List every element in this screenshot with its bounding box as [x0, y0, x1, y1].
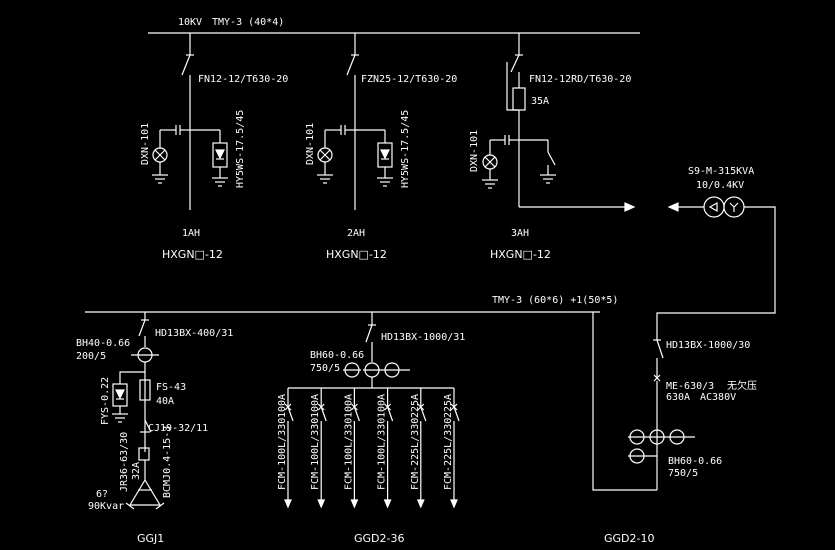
- svg-text:AC380V: AC380V: [700, 392, 736, 403]
- surge-arrester-icon: [377, 142, 393, 168]
- current-transformer-icon: [131, 347, 159, 363]
- svg-text:200/5: 200/5: [76, 351, 106, 362]
- feeder-rating: 225A: [410, 394, 421, 418]
- indicator-lamp-icon: [482, 154, 498, 170]
- svg-text:1AH: 1AH: [182, 228, 200, 239]
- svg-text:FS-43: FS-43: [156, 382, 186, 393]
- thermal-relay-icon: [138, 447, 150, 461]
- feeder-arrow-icon: [350, 499, 359, 509]
- fuse-icon: [139, 379, 151, 401]
- feeder-rating: 100A: [277, 394, 288, 418]
- svg-text:GGD2-10: GGD2-10: [604, 532, 654, 545]
- svg-text:S9-M-315KVA: S9-M-315KVA: [688, 166, 754, 177]
- svg-text:BCMJ0.4-15-3: BCMJ0.4-15-3: [162, 426, 173, 498]
- svg-text:FN12-12RD/T630-20: FN12-12RD/T630-20: [529, 74, 631, 85]
- svg-text:HXGN□-12: HXGN□-12: [162, 248, 223, 261]
- cabinet-1ah: FN12-12/T630-20 DXN-101 HY5WS-17.5/45 1A…: [140, 33, 288, 261]
- indicator-lamp-icon: [152, 147, 168, 163]
- svg-text:DXN-101: DXN-101: [140, 123, 151, 165]
- svg-text:CJ19-32/11: CJ19-32/11: [148, 423, 208, 434]
- svg-text:FZN25-12/T630-20: FZN25-12/T630-20: [361, 74, 457, 85]
- panel-ggd2-10: HD13BX-1000/30 ME-630/3 无欠压 630A AC380V …: [592, 312, 757, 545]
- panel-ggd2-36: HD13BX-1000/31 BH60-0.66 750/5 100AFCM-1…: [277, 312, 465, 545]
- fuse-icon: [512, 87, 526, 111]
- feeder-breaker: FCM-100L/330: [310, 418, 321, 490]
- feeder-group: 100AFCM-100L/330100AFCM-100L/330100AFCM-…: [277, 388, 460, 509]
- current-transformer-icon: [363, 362, 410, 378]
- feeder-breaker: FCM-100L/330: [277, 418, 288, 490]
- cabinet-2ah: FZN25-12/T630-20 DXN-101 HY5WS-17.5/45 2…: [305, 33, 457, 261]
- svg-text:HD13BX-400/31: HD13BX-400/31: [155, 328, 233, 339]
- feeder-arrow-icon: [383, 499, 392, 509]
- svg-text:无欠压: 无欠压: [727, 379, 757, 392]
- svg-text:HY5WS-17.5/45: HY5WS-17.5/45: [400, 110, 411, 188]
- svg-text:FYS-0.22: FYS-0.22: [100, 377, 111, 425]
- feeder-arrow-icon: [317, 499, 326, 509]
- svg-text:BH60-0.66: BH60-0.66: [668, 456, 722, 467]
- surge-arrester-icon: [212, 142, 228, 168]
- current-transformer-icon: [628, 429, 695, 464]
- svg-text:FN12-12/T630-20: FN12-12/T630-20: [198, 74, 288, 85]
- feeder-breaker: FCM-100L/330: [343, 418, 354, 490]
- hv-voltage-label: 10KV: [178, 17, 202, 28]
- svg-text:GGJ1: GGJ1: [137, 532, 164, 545]
- feeder-rating: 100A: [310, 394, 321, 418]
- lv-busbar-label: TMY-3 (60*6) +1(50*5): [492, 295, 618, 306]
- feeder-breaker: FCM-225L/330: [443, 418, 454, 490]
- svg-text:750/5: 750/5: [310, 363, 340, 374]
- feeder-arrow-icon: [284, 499, 292, 509]
- feeder-rating: 225A: [443, 394, 454, 418]
- feeder-arrow-icon: [416, 499, 425, 509]
- svg-text:40A: 40A: [156, 396, 174, 407]
- svg-text:ME-630/3: ME-630/3: [666, 381, 714, 392]
- svg-text:10/0.4KV: 10/0.4KV: [696, 180, 744, 191]
- svg-text:32A: 32A: [131, 462, 142, 480]
- svg-text:DXN-101: DXN-101: [305, 123, 316, 165]
- svg-text:750/5: 750/5: [668, 468, 698, 479]
- svg-text:3AH: 3AH: [511, 228, 529, 239]
- hv-busbar-label: TMY-3 (40*4): [212, 17, 284, 28]
- svg-text:35A: 35A: [531, 96, 549, 107]
- transformer: S9-M-315KVA 10/0.4KV: [656, 166, 776, 340]
- feeder-breaker: FCM-100L/330: [377, 418, 388, 490]
- svg-text:6?: 6?: [96, 489, 108, 500]
- svg-text:HY5WS-17.5/45: HY5WS-17.5/45: [235, 110, 246, 188]
- surge-arrester-icon: [112, 383, 128, 407]
- capacitor-bank-icon: [125, 478, 165, 510]
- svg-text:JR36-63/30: JR36-63/30: [119, 432, 130, 492]
- svg-text:BH60-0.66: BH60-0.66: [310, 350, 364, 361]
- svg-text:BH40-0.66: BH40-0.66: [76, 338, 130, 349]
- svg-text:90Kvar: 90Kvar: [88, 501, 124, 512]
- feeder-rating: 100A: [343, 394, 354, 418]
- svg-text:DXN-101: DXN-101: [469, 130, 480, 172]
- svg-text:HD13BX-1000/31: HD13BX-1000/31: [381, 332, 465, 343]
- svg-text:HXGN□-12: HXGN□-12: [326, 248, 387, 261]
- feeder-rating: 100A: [377, 394, 388, 418]
- svg-text:2AH: 2AH: [347, 228, 365, 239]
- feeder-breaker: FCM-225L/330: [410, 418, 421, 490]
- indicator-lamp-icon: [317, 147, 333, 163]
- feeder-arrow-icon: [450, 499, 458, 509]
- svg-text:HXGN□-12: HXGN□-12: [490, 248, 551, 261]
- cabinet-3ah: FN12-12RD/T630-20 35A DXN-101 3AH HXGN□-…: [469, 33, 636, 261]
- transformer-icon: [703, 196, 745, 218]
- svg-text:GGD2-36: GGD2-36: [354, 532, 404, 545]
- panel-ggj1: HD13BX-400/31 BH40-0.66 200/5 FYS-0.22 F…: [76, 312, 233, 545]
- svg-text:HD13BX-1000/30: HD13BX-1000/30: [666, 340, 750, 351]
- svg-text:630A: 630A: [666, 392, 690, 403]
- current-transformer-icon: [343, 362, 361, 378]
